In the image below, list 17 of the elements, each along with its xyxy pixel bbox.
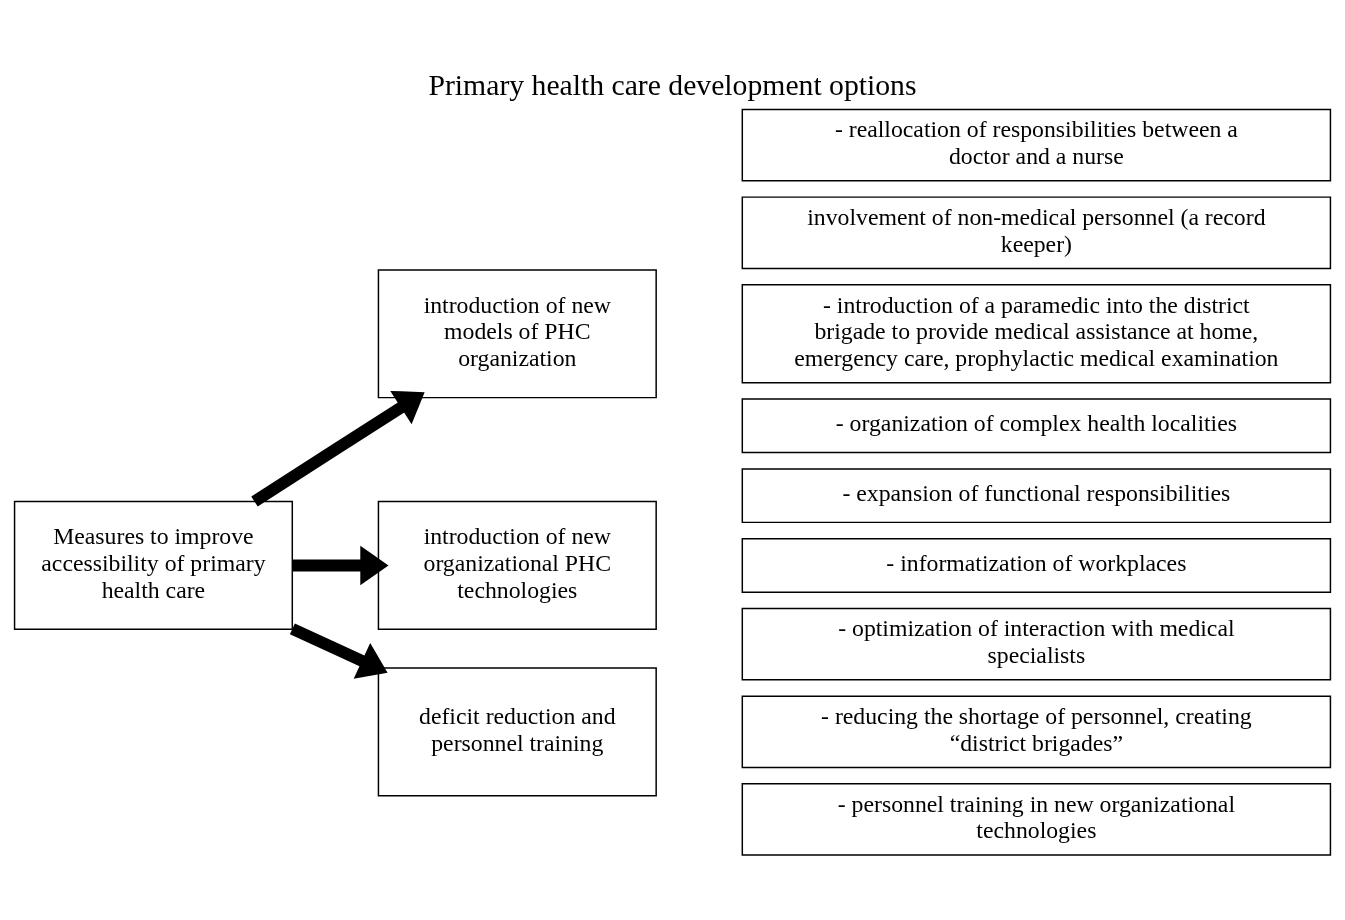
arrow [292, 545, 389, 586]
arrow [251, 390, 425, 507]
node-box: - introduction of a paramedic into the district brigade to provide medical assistance at home, emergency care, prophylactic medical examination [741, 284, 1332, 384]
node-box: - reducing the shortage of personnel, creating “district brigades” [741, 695, 1332, 769]
node-box: introduction of new organizational PHC technologies [377, 500, 657, 631]
node-box: - informatization of workplaces [741, 537, 1332, 593]
node-box: deficit reduction and personnel training [377, 667, 657, 797]
node-box: - expansion of functional responsibilities [741, 468, 1332, 524]
node-box: introduction of new models of PHC organization [377, 269, 657, 399]
arrow [289, 623, 388, 679]
diagram-title: Primary health care development options [428, 68, 917, 101]
node-box: - organization of complex health localities [741, 398, 1332, 454]
node-box: Measures to improve accessibility of primary health care [13, 500, 294, 631]
node-box: involvement of non-medical personnel (a record keeper) [741, 196, 1332, 270]
node-box: - optimization of interaction with medical specialists [741, 607, 1332, 681]
node-box: - reallocation of responsibilities between a doctor and a nurse [741, 108, 1332, 182]
node-box: - personnel training in new organizational technologies [741, 783, 1332, 856]
